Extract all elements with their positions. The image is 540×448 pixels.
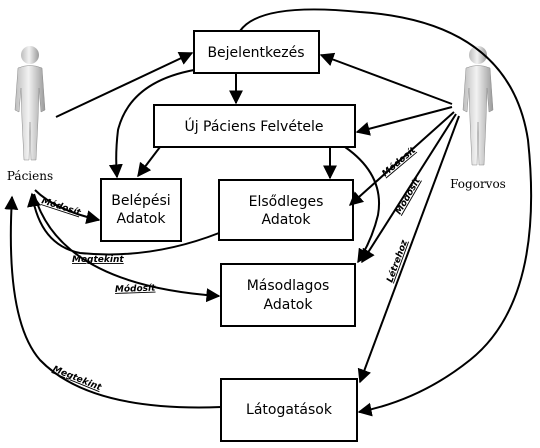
svg-text:Adatok: Adatok — [262, 212, 312, 228]
label-patient-view-primary: Megtekint — [72, 255, 124, 265]
edges — [4, 8, 533, 417]
label-dentist-modify-secondary: Módosít — [393, 175, 423, 216]
svg-text:Adatok: Adatok — [117, 211, 167, 227]
edge-dentist-visits — [357, 115, 460, 384]
dentist-label: Fogorvos — [450, 177, 506, 191]
node-primary-data: Elsődleges Adatok — [218, 179, 354, 241]
edge-dentist-secondary — [361, 113, 457, 264]
svg-text:Látogatások: Látogatások — [246, 402, 333, 418]
label-patient-modify-secondary: Módosít — [115, 283, 157, 295]
label-dentist-modify-primary: Módosít — [380, 144, 419, 179]
svg-text:Belépési: Belépési — [111, 193, 170, 209]
svg-text:Bejelentkezés: Bejelentkezés — [207, 45, 304, 61]
edge-visits-patient — [4, 195, 222, 409]
edge-newpatient-logindata — [137, 146, 161, 178]
node-secondary-data: Másodlagos Adatok — [220, 263, 356, 327]
edge-patient-secondary — [33, 193, 221, 303]
edge-primary-patient — [27, 192, 220, 256]
svg-text:Adatok: Adatok — [264, 297, 314, 313]
dentist-figure — [462, 46, 494, 166]
label-patient-modify-login: Módosít — [40, 195, 83, 218]
svg-text:Másodlagos: Másodlagos — [247, 278, 330, 294]
patient-label: Páciens — [7, 169, 53, 183]
label-dentist-create-visits: Létrehoz — [384, 238, 410, 284]
node-login-data: Belépési Adatok — [100, 178, 182, 242]
svg-text:Új Páciens Felvétele: Új Páciens Felvétele — [184, 117, 323, 135]
edge-dentist-login — [319, 52, 453, 105]
edge-patient-login — [55, 52, 194, 118]
edge-dentist-primary — [348, 111, 455, 206]
node-login: Bejelentkezés — [193, 30, 320, 74]
edge-login-visits-loop — [239, 8, 533, 417]
svg-text:Elsődleges: Elsődleges — [249, 194, 324, 210]
label-patient-view-visits: Megtekint — [51, 365, 103, 394]
patient-figure — [14, 46, 46, 161]
edge-newpatient-secondary — [344, 146, 380, 264]
node-new-patient: Új Páciens Felvétele — [153, 104, 356, 148]
edge-login-logindata — [108, 69, 195, 179]
node-visits: Látogatások — [220, 378, 358, 442]
edge-dentist-newpatient — [355, 106, 453, 136]
